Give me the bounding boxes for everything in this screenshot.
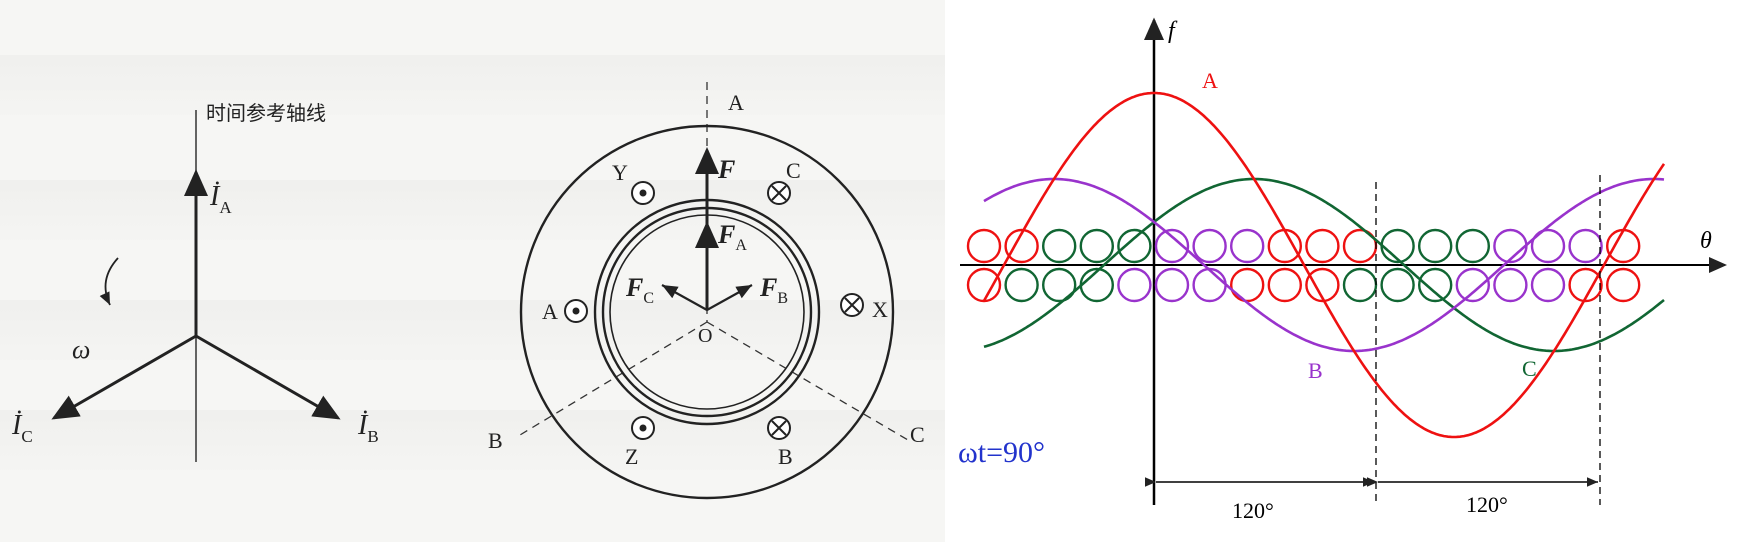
conductor-A [966, 267, 1002, 303]
conductor-C [1117, 228, 1152, 264]
conductor-C [1041, 228, 1077, 264]
curve-B [983, 177, 1665, 353]
axis-A-label: A [728, 90, 744, 115]
machine-cross-section: A C B Y [488, 82, 925, 500]
conductor-B [1530, 228, 1566, 264]
axis-B-label: B [488, 428, 503, 453]
conductor-B [1117, 267, 1152, 303]
conductor-C [1041, 267, 1077, 303]
phasor-IB [195, 334, 341, 420]
coil-Y-label: Y [612, 160, 628, 185]
conductor-B [1568, 228, 1603, 264]
conductor-A [1229, 267, 1265, 303]
conductor-Y-dot [631, 181, 655, 205]
f-axis-label: f [1168, 18, 1178, 44]
conductor-C [1417, 267, 1453, 303]
axis-C-dashed [706, 321, 909, 441]
conductor-B [1154, 267, 1190, 303]
conductor-B [1493, 267, 1528, 303]
conductor-A [1305, 267, 1340, 303]
vector-F-label: F [717, 155, 735, 184]
conductor-A [1305, 228, 1340, 264]
vector-FA-label: FA [717, 220, 747, 254]
vector-FC-label: FC [625, 273, 654, 307]
conductor-B [1530, 267, 1566, 303]
conductor-A [1004, 228, 1039, 264]
conductor-C [1004, 267, 1039, 303]
curve-B-label: B [1308, 358, 1323, 383]
curve-A [982, 91, 1666, 439]
conductor-row-bottom [966, 267, 1641, 303]
scanned-textbook-background [0, 0, 945, 542]
mmf-waveform-plot: f θ A B C 120° 120° ωt=90° [958, 17, 1727, 523]
conductor-B [1229, 228, 1265, 264]
vector-FC [661, 284, 708, 311]
vector-FB-label: FB [759, 273, 788, 307]
conductor-A [1568, 267, 1603, 303]
time-axis-label: 时间参考轴线 [206, 101, 326, 125]
origin-O-label: O [698, 325, 712, 347]
conductor-A [1605, 267, 1641, 303]
conductor-Z-dot [631, 416, 655, 440]
conductor-A [966, 228, 1002, 264]
axis-B-dashed [519, 321, 708, 436]
coil-A-label: A [542, 299, 558, 324]
coil-Z-label: Z [625, 444, 638, 469]
rotation-arrow [99, 257, 119, 306]
time-instant-label: ωt=90° [958, 436, 1045, 469]
omega-label: ω [72, 335, 90, 364]
conductor-C-cross [767, 181, 791, 205]
phasor-diagram: 时间参考轴线 İA İB İC ω [11, 101, 379, 462]
phasor-IB-label: İB [357, 410, 379, 446]
conductor-C [1079, 228, 1115, 264]
phasor-IA-label: İA [209, 181, 232, 217]
span-2-label: 120° [1466, 492, 1508, 517]
bleed-through-stripe [0, 55, 945, 115]
conductor-A [1267, 228, 1303, 264]
conductor-B [1192, 228, 1227, 264]
conductor-C [1380, 267, 1415, 303]
span-1-label: 120° [1232, 498, 1274, 523]
conductor-X-cross [840, 293, 864, 317]
coil-B-label: B [778, 444, 793, 469]
conductor-C [1342, 267, 1378, 303]
conductor-A [1605, 228, 1641, 264]
conductor-B [1154, 228, 1190, 264]
stator-outer-ring [519, 124, 895, 500]
coil-C-label: C [786, 158, 801, 183]
conductor-C [1079, 267, 1115, 303]
conductor-C [1380, 228, 1415, 264]
conductor-B-cross [767, 416, 791, 440]
conductor-B [1455, 267, 1491, 303]
curve-C [983, 177, 1665, 353]
vector-FB [706, 284, 753, 311]
phasor-IC-label: İC [11, 410, 33, 446]
coil-X-label: X [872, 297, 888, 322]
conductor-A [1267, 267, 1303, 303]
theta-axis-label: θ [1700, 228, 1712, 254]
curve-C-label: C [1522, 356, 1537, 381]
conductor-A-dot [564, 299, 588, 323]
bleed-through-stripe [0, 300, 945, 360]
axis-C-label: C [910, 422, 925, 447]
phasor-IC [51, 334, 197, 420]
conductor-B [1192, 267, 1227, 303]
conductor-C [1455, 228, 1491, 264]
conductor-C [1417, 228, 1453, 264]
conductor-B [1493, 228, 1528, 264]
curve-A-label: A [1202, 68, 1218, 93]
